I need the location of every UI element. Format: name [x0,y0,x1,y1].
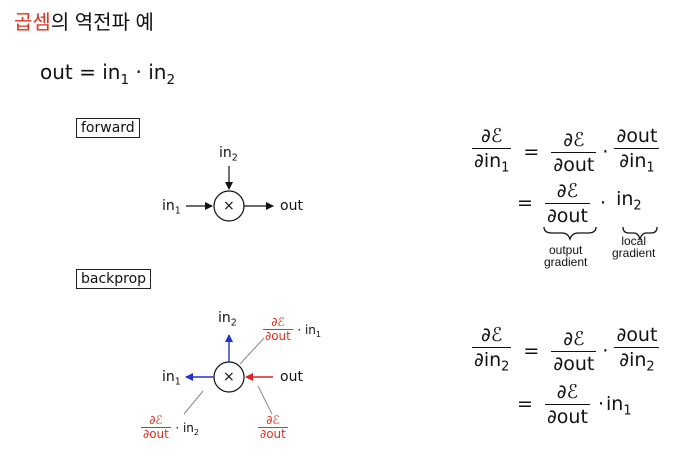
backprop-in2-label: in2 [218,310,237,329]
title-highlight: 곱셈 [14,12,51,34]
output-gradient-label: output gradient [544,243,588,269]
formula-in2-line1: ∂ℰ∂in2 = ∂ℰ∂out · ∂out∂in2 [472,323,660,380]
backprop-label: backprop [81,271,147,287]
local-gradient-brace [622,226,658,242]
forward-in1-label: in1 [162,198,181,217]
grad-fraction: ∂ℰ ∂out [258,413,288,441]
forward-out-label: out [280,198,303,214]
title-rest: 의 역전파 예 [50,12,154,34]
local-gradient-term: in2 [616,188,642,214]
underbraces [543,226,658,242]
eq-in2-sub: 2 [166,71,176,88]
grad-out-annotation: ∂ℰ ∂out [258,414,288,441]
grad-in2-annotation: ∂ℰ ∂out · in1 [263,315,322,343]
formula-in2-line2: = ∂ℰ∂out ·in1 [517,381,632,428]
backprop-in1-label: in1 [162,369,181,388]
grad-fraction: ∂ℰ ∂out [263,315,293,343]
grad-in1-annotation: ∂ℰ ∂out · in2 [141,413,200,441]
forward-label: forward [81,120,135,136]
output-gradient-brace [543,226,597,242]
eq-dot: · [129,60,149,84]
grad-fraction: ∂ℰ ∂out [141,413,171,441]
eq-equals: = [72,60,103,84]
leader-line-in1-grad [183,390,204,415]
page-title: 곱셈의 역전파 예 [14,6,154,35]
leader-line-out-grad [257,385,273,415]
main-equation: out = in1 · in2 [40,60,175,88]
eq-in1: in [102,60,121,84]
eq-in1-sub: 1 [120,71,130,88]
formula-in1-line2: = ∂ℰ∂out · in2 [517,180,642,227]
leader-line-in2-grad [239,337,265,365]
formula-in1-line1: ∂ℰ∂in1 = ∂ℰ∂out · ∂out∂in1 [472,124,660,181]
backprop-node-symbol: × [223,369,235,385]
forward-in2-label: in2 [219,145,238,164]
output-gradient-term: ∂ℰ∂out [544,180,590,227]
local-gradient-label: local gradient [612,234,656,260]
eq-in2: in [148,60,167,84]
forward-label-box: forward [76,118,140,138]
backprop-label-box: backprop [76,269,152,289]
backprop-out-label: out [280,369,303,385]
forward-node-symbol: × [223,198,235,214]
eq-out: out [40,60,73,84]
